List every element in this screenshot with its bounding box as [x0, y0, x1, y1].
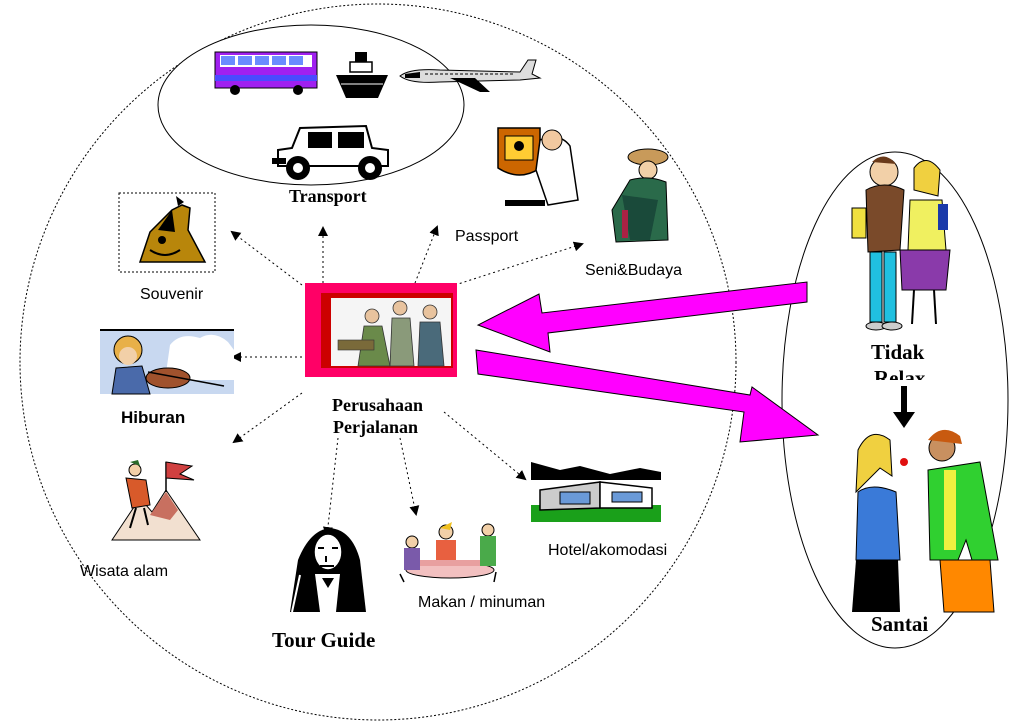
- arrow-hotel: [443, 411, 527, 481]
- relax-arrows: [475, 281, 820, 443]
- label-tour-guide: Tour Guide: [272, 628, 376, 652]
- tidak-relax-couple-icon: [851, 156, 951, 331]
- state-arrow: [893, 386, 915, 428]
- bus-icon: [214, 51, 318, 95]
- label-relax-clip: Relax: [870, 362, 950, 380]
- makan-minuman-icon: [399, 522, 497, 583]
- hiburan-icon: [100, 329, 234, 395]
- traveler-ellipse: [781, 151, 1009, 649]
- passport-icon: [497, 127, 579, 206]
- label-hiburan: Hiburan: [121, 408, 186, 427]
- label-santai: Santai: [871, 612, 929, 636]
- service-arrows: [230, 225, 584, 537]
- wisata-alam-icon: [111, 460, 201, 541]
- label-transport: Transport: [289, 186, 367, 206]
- arrow-tour-guide: [322, 437, 339, 537]
- hotel-icon: [531, 462, 661, 522]
- seni-budaya-icon: [611, 148, 669, 243]
- santai-couple-icon: [852, 429, 999, 613]
- label-souvenir: Souvenir: [140, 286, 204, 303]
- arrow-to-santai: [475, 349, 820, 443]
- arrow-passport: [414, 225, 439, 284]
- label-seni-budaya: Seni&Budaya: [585, 262, 682, 279]
- arrow-makan: [399, 437, 420, 516]
- ship-icon: [336, 52, 388, 98]
- label-hub-line1: Perusahaan: [332, 395, 424, 415]
- arrow-to-agency: [476, 281, 808, 353]
- arrow-souvenir: [230, 230, 303, 286]
- car-icon: [272, 124, 389, 180]
- label-makan-minuman: Makan / minuman: [418, 594, 546, 611]
- airplane-icon: [399, 59, 542, 92]
- tour-guide-icon: [290, 528, 366, 613]
- label-wisata-alam: Wisata alam: [80, 563, 169, 580]
- label-hub-line2: Perjalanan: [333, 417, 418, 437]
- outer-circle: [19, 3, 737, 721]
- arrow-seni: [454, 241, 584, 286]
- label-passport: Passport: [455, 228, 519, 245]
- label-relax: Relax: [874, 366, 926, 380]
- hub-image: [305, 283, 457, 377]
- label-tidak: Tidak: [871, 340, 925, 364]
- label-hotel: Hotel/akomodasi: [548, 542, 668, 559]
- souvenir-icon: [118, 192, 216, 273]
- arrow-wisata: [232, 392, 303, 444]
